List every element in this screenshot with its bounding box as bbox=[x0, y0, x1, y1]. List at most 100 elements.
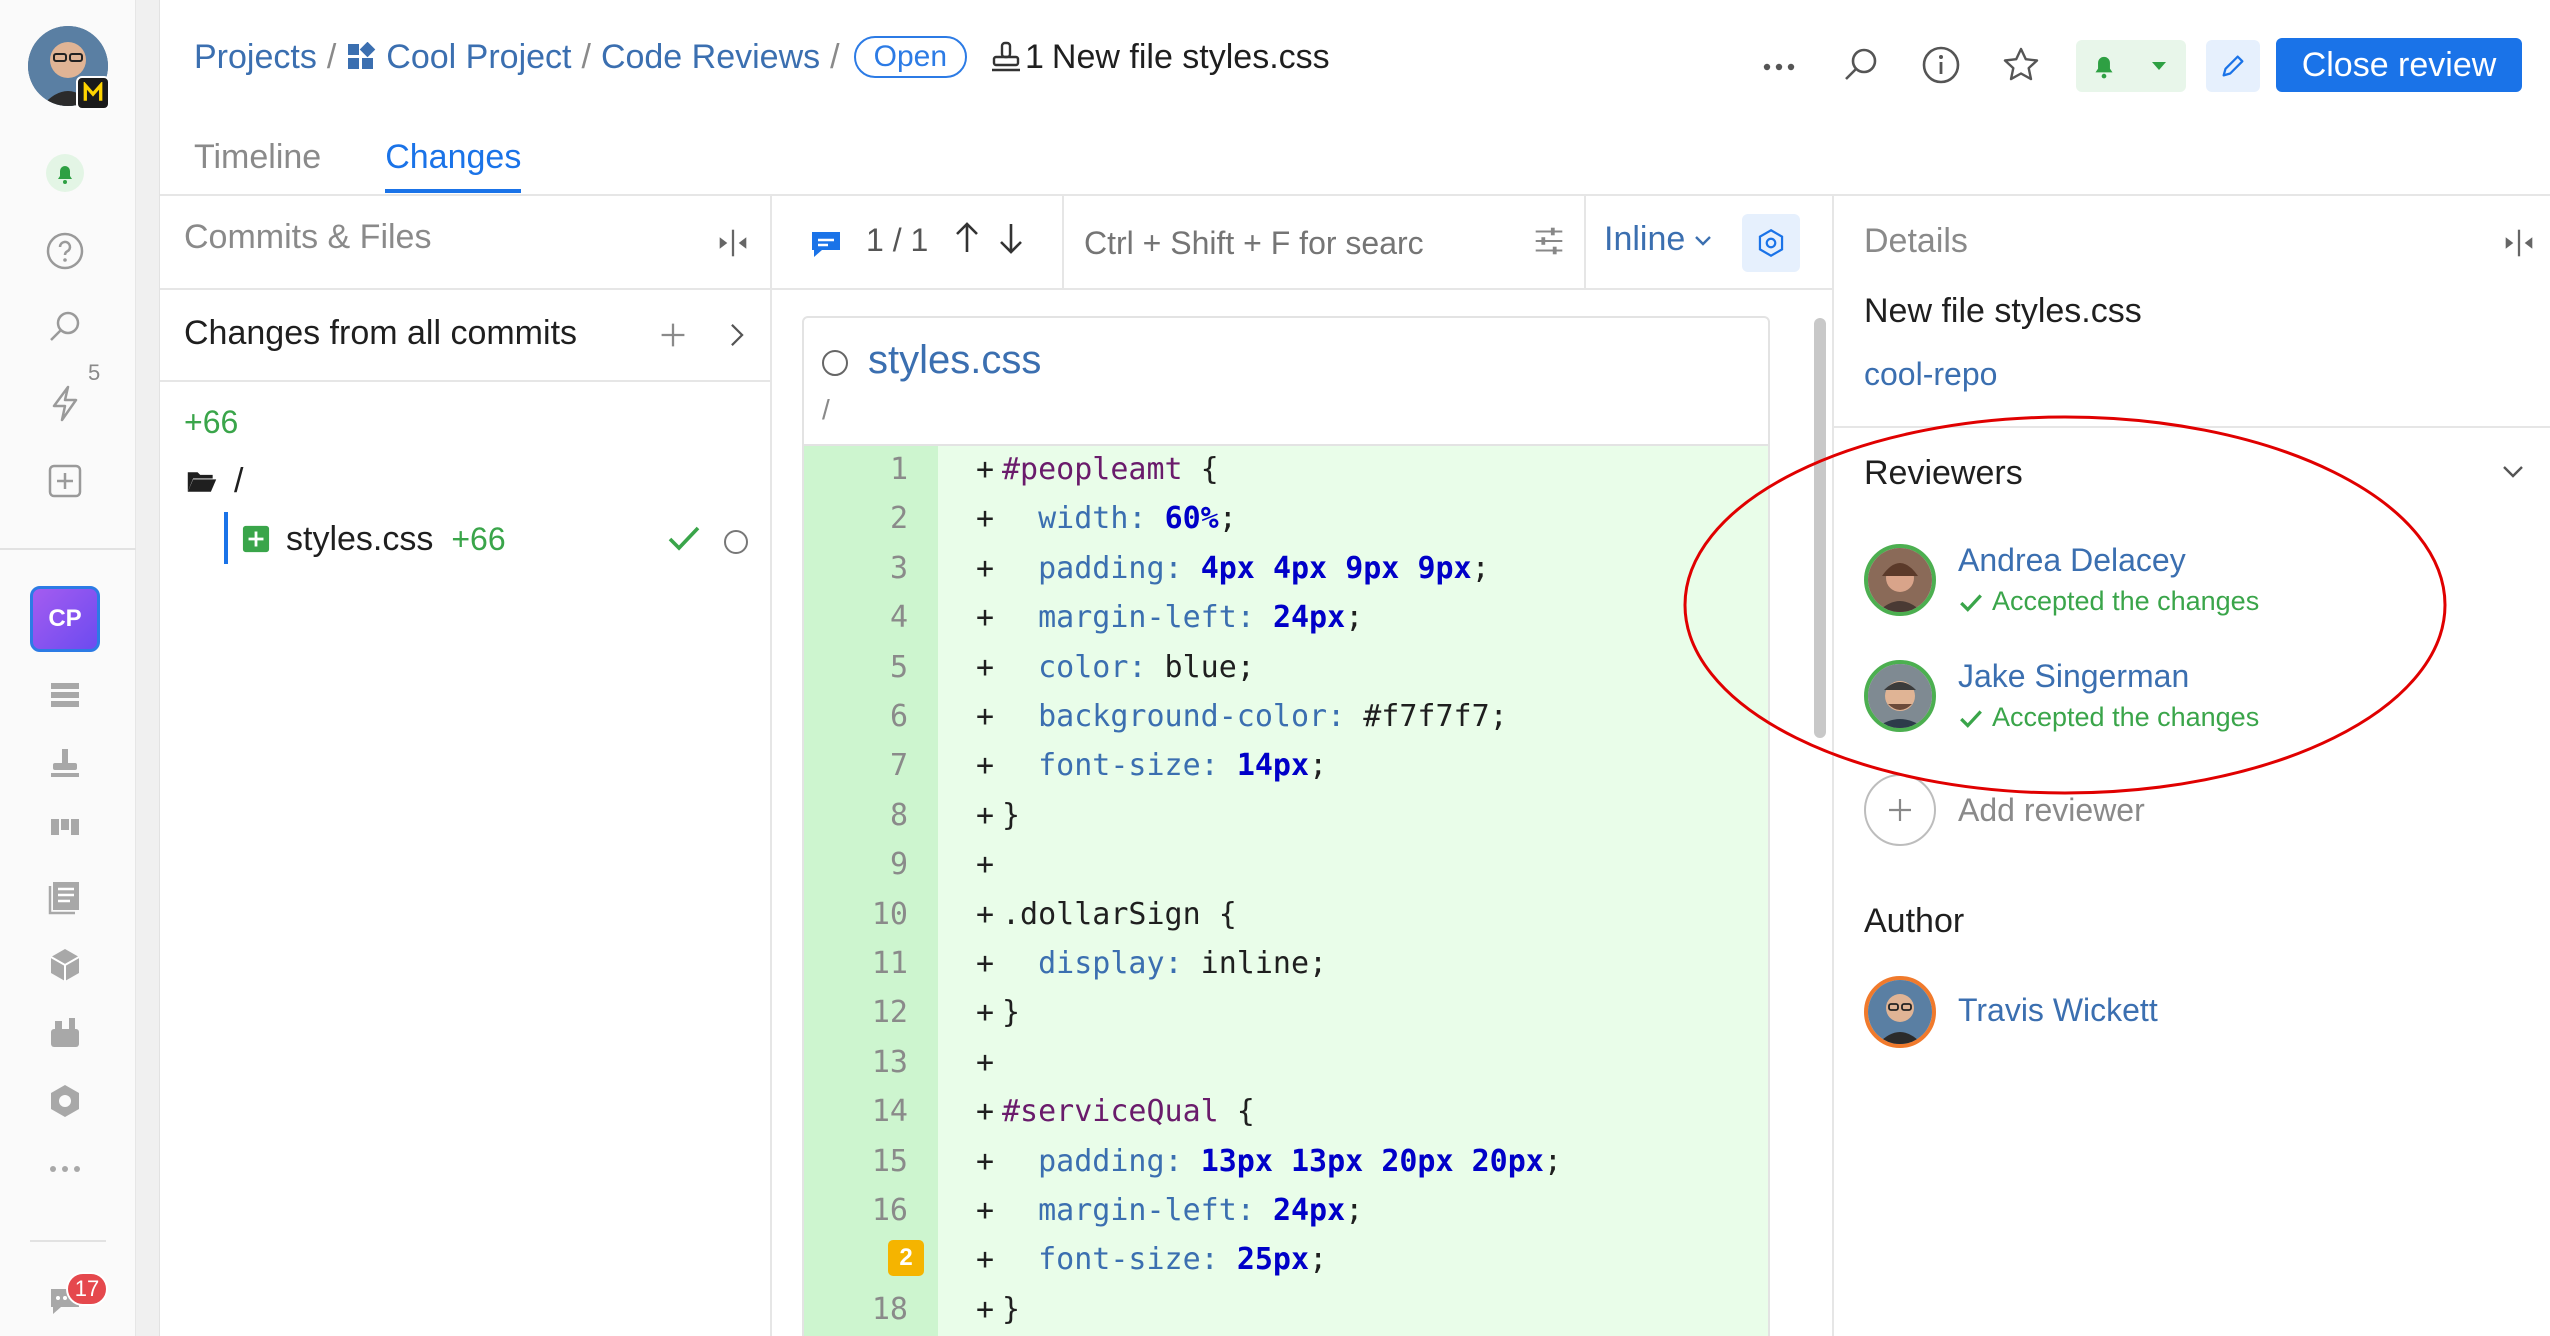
collapse-panel-icon[interactable] bbox=[714, 224, 752, 262]
code-text: background-color: #f7f7f7; bbox=[1038, 699, 1508, 734]
comment-count-badge[interactable]: 2 bbox=[888, 1240, 924, 1277]
diff-line[interactable]: 11+ display: inline; bbox=[804, 940, 1768, 989]
repositories-icon[interactable] bbox=[40, 670, 90, 720]
code-text: } bbox=[1002, 797, 1021, 833]
chevron-down-icon[interactable] bbox=[2498, 456, 2528, 486]
create-icon[interactable] bbox=[40, 456, 90, 506]
diff-line[interactable]: 10+.dollarSign { bbox=[804, 891, 1768, 940]
diff-scrollbar[interactable] bbox=[1814, 318, 1826, 738]
packages-icon[interactable] bbox=[40, 940, 90, 990]
author-avatar[interactable] bbox=[1864, 976, 1936, 1048]
add-commit-icon[interactable] bbox=[654, 316, 692, 354]
breadcrumb-reviews[interactable]: Code Reviews bbox=[600, 37, 821, 76]
diff-line[interactable]: 1+#peopleamt { bbox=[804, 446, 1768, 495]
code-text: display: inline; bbox=[1038, 946, 1328, 981]
view-mode-dropdown[interactable]: Inline bbox=[1604, 220, 1715, 259]
notifications-icon[interactable] bbox=[40, 148, 90, 198]
tab-timeline[interactable]: Timeline bbox=[194, 138, 322, 176]
diff-line[interactable]: 2+ width: 60%; bbox=[804, 495, 1768, 544]
search-icon[interactable] bbox=[40, 302, 90, 352]
diff-line[interactable]: 6 + background-color: #f7f7f7; bbox=[804, 693, 1768, 742]
repository-link[interactable]: cool-repo bbox=[1864, 356, 1998, 392]
diff-line[interactable]: 5+ color: blue; bbox=[804, 644, 1768, 693]
details-panel: Details New file styles.css cool-repo Re… bbox=[1832, 196, 2550, 1336]
diff-line[interactable]: 12+} bbox=[804, 989, 1768, 1038]
view-mode-label: Inline bbox=[1604, 220, 1686, 258]
code-text: padding: 13px 13px 20px 20px; bbox=[1038, 1143, 1562, 1179]
activity-icon[interactable] bbox=[40, 378, 90, 428]
added-marker: + bbox=[976, 699, 995, 734]
line-number: 5 bbox=[889, 649, 908, 685]
folder-name: / bbox=[234, 462, 244, 500]
file-row[interactable]: styles.css +66 bbox=[242, 514, 762, 564]
comment-icon[interactable] bbox=[808, 228, 844, 260]
more-actions-icon[interactable] bbox=[1754, 40, 1804, 90]
line-number: 6 bbox=[889, 699, 908, 734]
changes-label: Changes from all commits bbox=[184, 314, 578, 352]
reviewer-name[interactable]: Andrea Delacey bbox=[1958, 542, 2186, 578]
chevron-right-icon[interactable] bbox=[720, 318, 754, 352]
bell-icon[interactable] bbox=[2076, 40, 2131, 92]
diff-line[interactable]: 15+ padding: 13px 13px 20px 20px; bbox=[804, 1138, 1768, 1187]
diff-line[interactable]: 14+#serviceQual { bbox=[804, 1088, 1768, 1137]
star-icon[interactable] bbox=[1996, 40, 2046, 90]
toolbar-divider bbox=[1584, 196, 1586, 290]
search-icon[interactable] bbox=[1836, 40, 1886, 90]
settings-icon bbox=[1758, 228, 1784, 258]
added-marker: + bbox=[976, 1094, 995, 1130]
folder-row[interactable]: / bbox=[186, 462, 243, 501]
next-comment-arrow-icon[interactable] bbox=[996, 218, 1026, 258]
previous-comment-arrow-icon[interactable] bbox=[952, 218, 982, 258]
comment-position: 1 / 1 bbox=[866, 222, 929, 258]
reviewer-avatar[interactable] bbox=[1864, 660, 1936, 732]
diff-line[interactable]: 13+ bbox=[804, 1039, 1768, 1088]
search-options-icon[interactable] bbox=[1530, 222, 1568, 260]
diff-line[interactable]: 16+ margin-left: 24px; bbox=[804, 1187, 1768, 1236]
file-name: styles.css bbox=[286, 519, 434, 558]
automation-icon[interactable] bbox=[40, 1008, 90, 1058]
diff-line[interactable]: 8+} bbox=[804, 792, 1768, 841]
diff-toolbar: 1 / 1 Inline bbox=[772, 196, 1832, 290]
review-number: 1 bbox=[1025, 37, 1044, 76]
project-badge[interactable]: CP bbox=[30, 586, 100, 652]
add-reviewer-button[interactable]: Add reviewer bbox=[1864, 774, 2145, 846]
breadcrumb-project[interactable]: Cool Project bbox=[386, 37, 572, 76]
diff-settings-button[interactable] bbox=[1742, 214, 1800, 272]
code-text: color: blue; bbox=[1038, 649, 1255, 685]
diff-gutter bbox=[804, 446, 938, 1336]
diff-line[interactable]: 4+ margin-left: 24px; bbox=[804, 594, 1768, 643]
boards-icon[interactable] bbox=[40, 804, 90, 854]
file-viewed-toggle[interactable] bbox=[724, 530, 748, 554]
changes-from-all-commits[interactable]: Changes from all commits bbox=[160, 290, 772, 382]
author-name[interactable]: Travis Wickett bbox=[1958, 992, 2158, 1028]
info-icon[interactable] bbox=[1916, 40, 1966, 90]
line-number: 14 bbox=[871, 1094, 908, 1130]
diff-line[interactable]: 7+ font-size: 14px; bbox=[804, 742, 1768, 791]
edit-button[interactable] bbox=[2206, 40, 2260, 92]
diff-lines: 1+#peopleamt {2+ width: 60%;3+ padding: … bbox=[804, 446, 1768, 1336]
diff-file-name[interactable]: styles.css bbox=[868, 338, 1042, 382]
code-reviews-icon[interactable] bbox=[40, 738, 90, 788]
reviewer-avatar[interactable] bbox=[1864, 544, 1936, 616]
commits-files-panel: Commits & Files Changes from all commits… bbox=[160, 196, 772, 1336]
diff-line[interactable]: 3+ padding: 4px 4px 9px 9px; bbox=[804, 545, 1768, 594]
close-review-button[interactable]: Close review bbox=[2276, 38, 2522, 92]
diff-search-input[interactable] bbox=[1084, 214, 1424, 272]
tab-changes[interactable]: Changes bbox=[385, 138, 522, 193]
diff-line[interactable]: 18+} bbox=[804, 1286, 1768, 1335]
more-icon[interactable] bbox=[40, 1144, 90, 1194]
help-icon[interactable] bbox=[40, 226, 90, 276]
diff-line[interactable]: 2+ font-size: 25px; bbox=[804, 1236, 1768, 1285]
project-icon bbox=[346, 42, 376, 72]
reviewer-name[interactable]: Jake Singerman bbox=[1958, 658, 2190, 694]
diff-line[interactable]: 9+ bbox=[804, 841, 1768, 890]
collapse-panel-icon[interactable] bbox=[2500, 224, 2538, 262]
commits-panel-header: Commits & Files bbox=[160, 196, 772, 290]
added-marker: + bbox=[976, 896, 995, 932]
chevron-down-icon[interactable] bbox=[2131, 40, 2186, 92]
breadcrumb-projects[interactable]: Projects bbox=[194, 37, 317, 76]
documents-icon[interactable] bbox=[40, 870, 90, 920]
file-viewed-toggle[interactable] bbox=[822, 350, 848, 376]
settings-icon[interactable] bbox=[40, 1076, 90, 1126]
tabs-divider bbox=[160, 194, 2550, 196]
